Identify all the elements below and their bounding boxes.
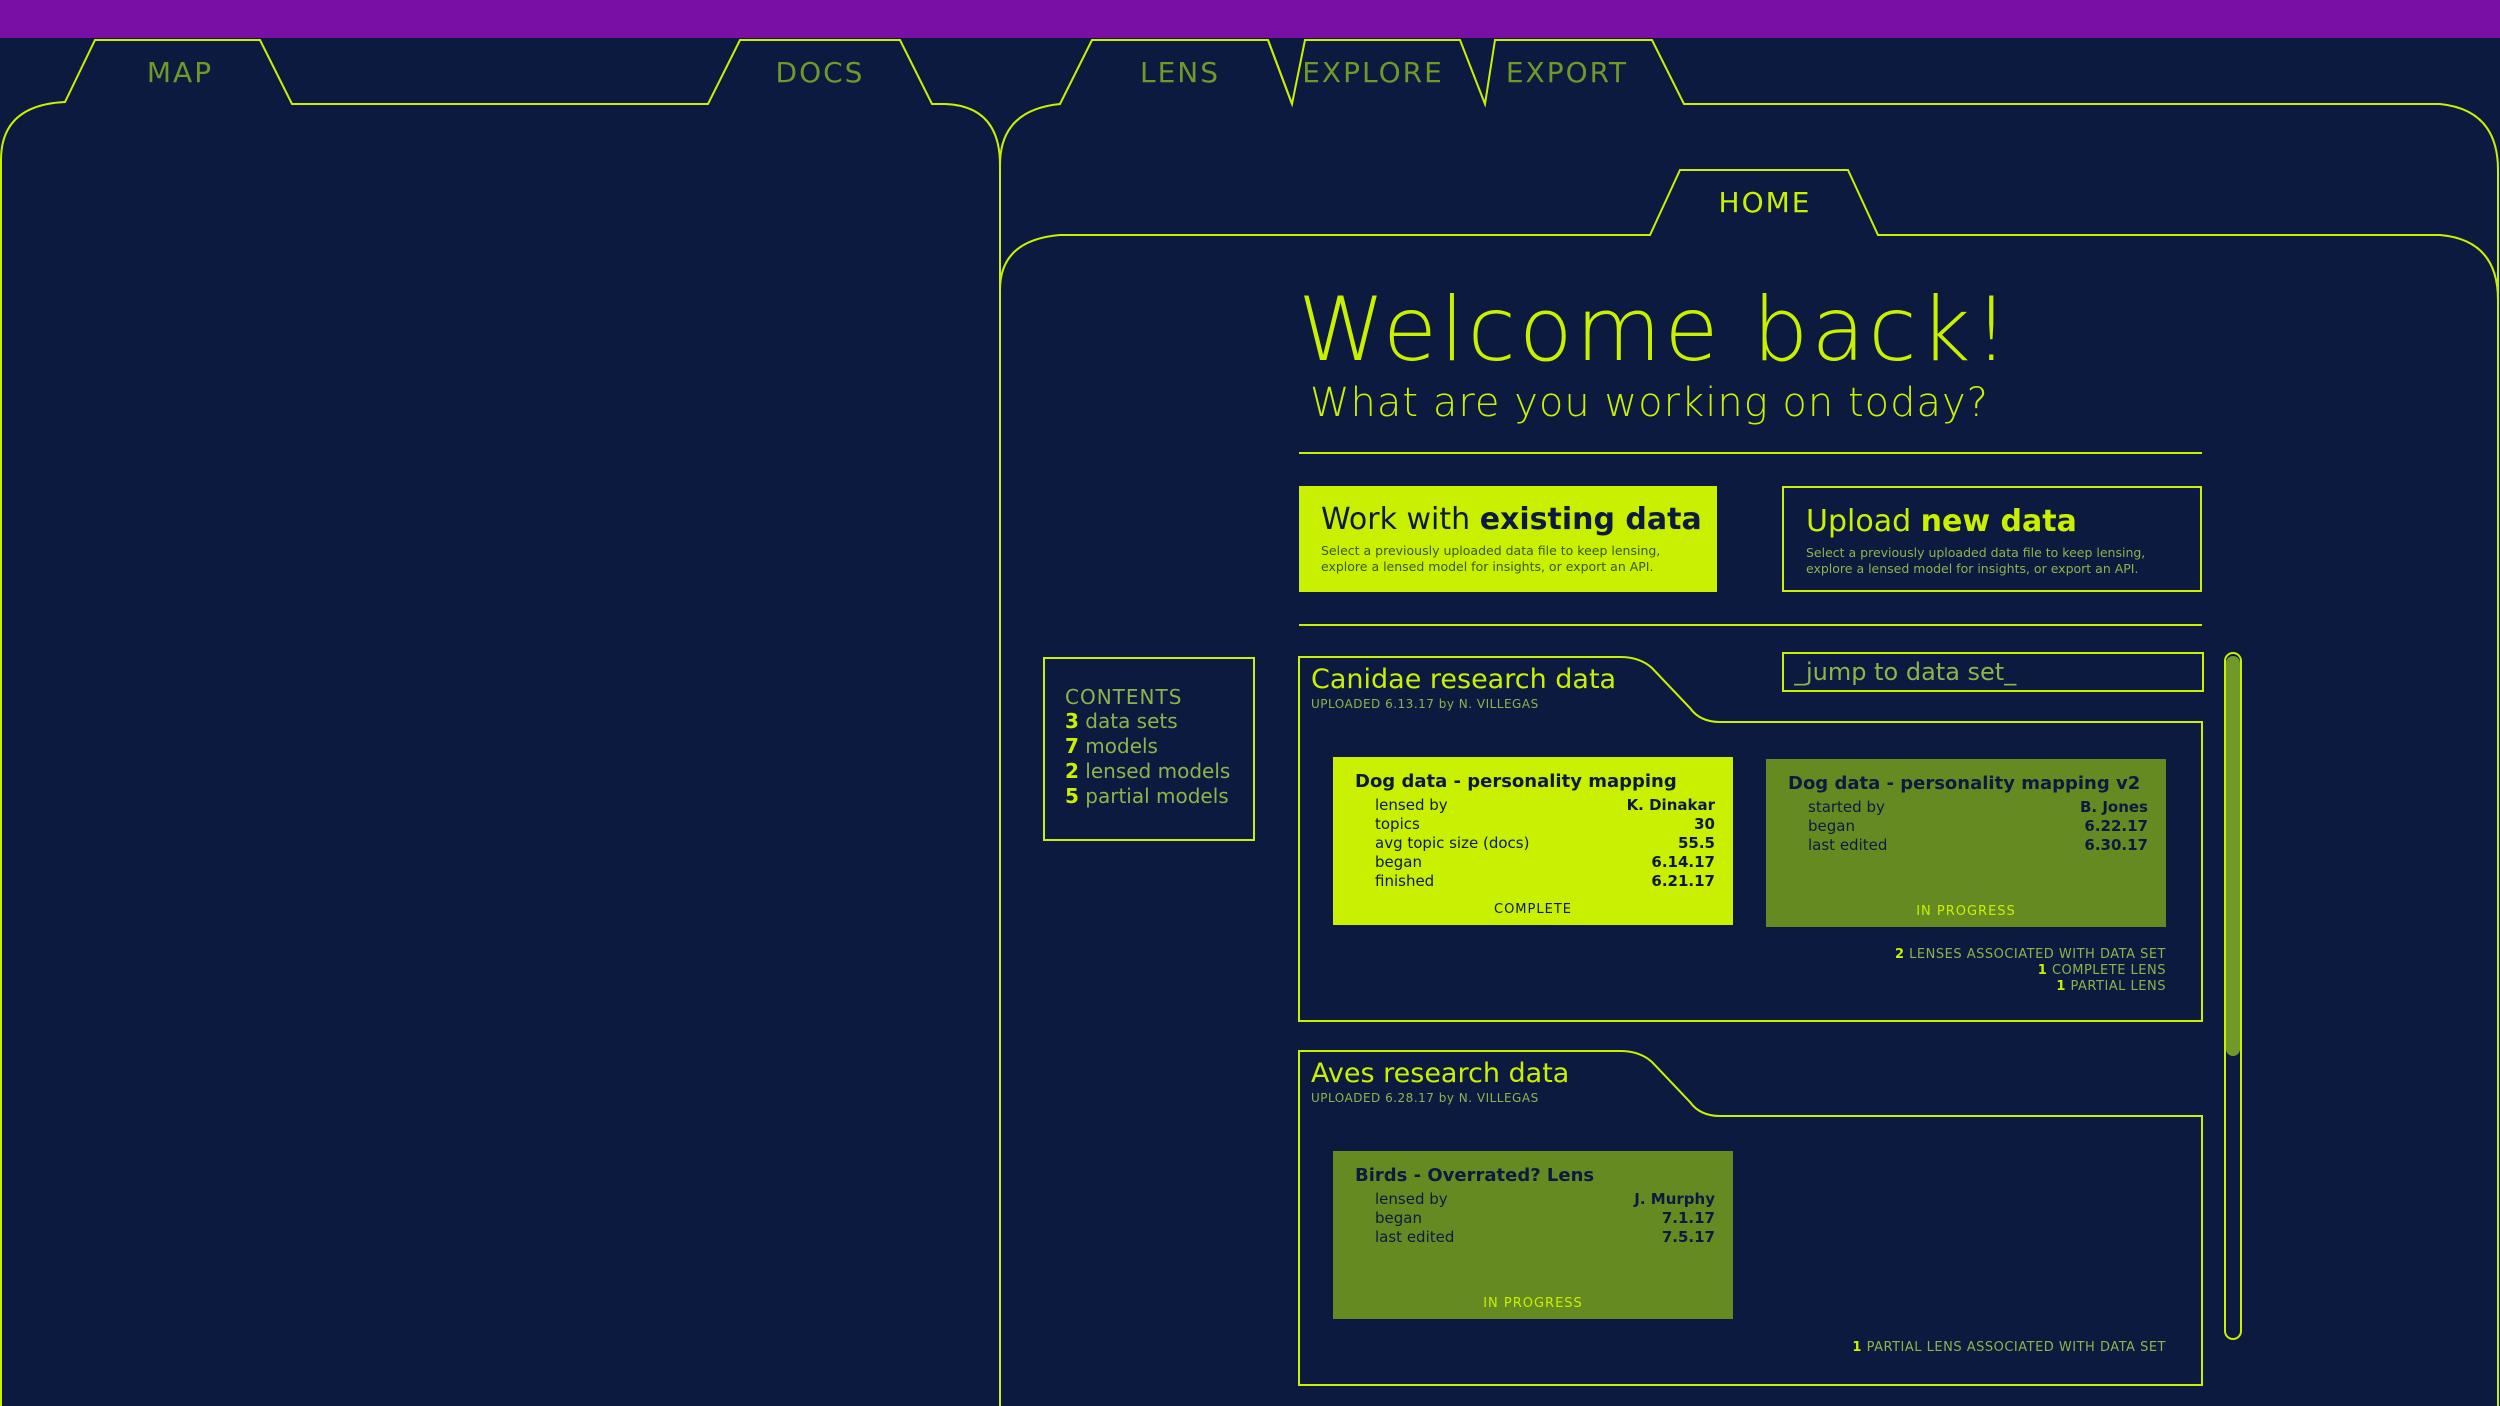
contents-item-lensed-models[interactable]: 2 lensed models (1065, 759, 1231, 783)
tab-explore[interactable]: EXPLORE (1302, 56, 1444, 89)
contents-item-datasets[interactable]: 3 data sets (1065, 709, 1178, 733)
dataset-title[interactable]: Aves research data (1311, 1058, 1570, 1089)
lens-card[interactable]: Dog data - personality mapping v2 starte… (1766, 759, 2166, 927)
dataset-upload-meta: UPLOADED 6.13.17 by N. VILLEGAS (1311, 697, 1539, 711)
tab-map[interactable]: MAP (146, 56, 214, 89)
lens-card-title: Dog data - personality mapping (1355, 771, 1677, 792)
lens-card-title: Dog data - personality mapping v2 (1788, 773, 2141, 794)
contents-heading: CONTENTS (1065, 685, 1183, 709)
tab-home[interactable]: HOME (1718, 186, 1812, 219)
tab-docs[interactable]: DOCS (775, 56, 865, 89)
dataset-lens-summary: 2 LENSES ASSOCIATED WITH DATA SET 1 COMP… (1895, 947, 2166, 995)
divider (1299, 452, 2202, 454)
work-with-existing-data-button[interactable]: Work with existing data Select a previou… (1299, 486, 1717, 592)
lens-status: COMPLETE (1494, 902, 1572, 917)
lens-card-row: avg topic size (docs)55.5 (1375, 834, 1715, 852)
lens-card[interactable]: Dog data - personality mapping lensed by… (1333, 757, 1733, 925)
scrollbar-track[interactable] (2224, 652, 2242, 1340)
contents-summary: CONTENTS 3 data sets 7 models 2 lensed m… (1043, 657, 1255, 841)
contents-item-models[interactable]: 7 models (1065, 734, 1158, 758)
existing-button-title: Work with existing data (1321, 502, 1702, 537)
upload-button-description: Select a previously uploaded data file t… (1806, 545, 2146, 576)
contents-item-partial-models[interactable]: 5 partial models (1065, 784, 1229, 808)
summary-line: 2 LENSES ASSOCIATED WITH DATA SET (1895, 947, 2166, 962)
summary-line: 1 PARTIAL LENS ASSOCIATED WITH DATA SET (1852, 1340, 2166, 1355)
dataset-title[interactable]: Canidae research data (1311, 664, 1617, 695)
upload-new-data-button[interactable]: Upload new data Select a previously uplo… (1782, 486, 2202, 592)
tab-lens[interactable]: LENS (1139, 56, 1220, 89)
welcome-title: Welcome back! (1298, 278, 2012, 381)
upload-button-title: Upload new data (1806, 504, 2077, 539)
dataset-lens-summary: 1 PARTIAL LENS ASSOCIATED WITH DATA SET (1852, 1340, 2166, 1356)
summary-line: 1 COMPLETE LENS (2037, 963, 2166, 978)
lens-card-title: Birds - Overrated? Lens (1355, 1165, 1595, 1186)
summary-line: 1 PARTIAL LENS (2056, 979, 2166, 994)
welcome-subtitle: What are you working on today? (1310, 380, 1989, 426)
lens-status: IN PROGRESS (1483, 1296, 1583, 1311)
dataset-upload-meta: UPLOADED 6.28.17 by N. VILLEGAS (1311, 1091, 1539, 1105)
divider (1299, 624, 2202, 626)
tab-export[interactable]: EXPORT (1505, 56, 1629, 89)
scrollbar-thumb[interactable] (2226, 656, 2240, 1056)
existing-button-description: Select a previously uploaded data file t… (1321, 543, 1661, 574)
lens-status: IN PROGRESS (1916, 904, 2016, 919)
top-bar (0, 0, 2500, 38)
jump-to-dataset-input[interactable] (1782, 652, 2204, 692)
